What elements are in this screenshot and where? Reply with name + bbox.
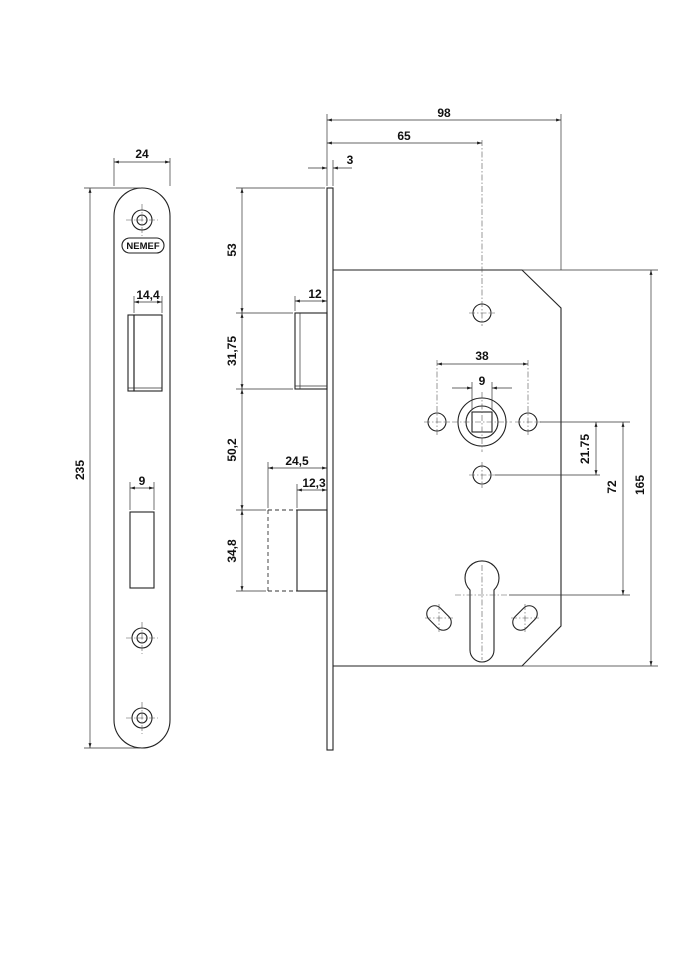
- svg-text:98: 98: [437, 106, 451, 120]
- side-latch: [294, 312, 328, 390]
- lock-case: 38 9 21.75 72 165: [333, 140, 658, 667]
- svg-text:21.75: 21.75: [578, 434, 592, 464]
- faceplate-latch-opening: [127, 314, 163, 392]
- dim-faceplate-length: 235: [73, 187, 140, 749]
- svg-text:9: 9: [479, 374, 486, 388]
- svg-text:12,3: 12,3: [302, 476, 326, 490]
- side-faceplate: [326, 187, 334, 751]
- svg-text:38: 38: [475, 349, 489, 363]
- svg-text:14,4: 14,4: [136, 288, 160, 302]
- dim-bolt-offset: 12,3: [296, 476, 327, 508]
- dim-case-height: 165: [561, 269, 658, 667]
- case-fixing-hole-right: [515, 360, 541, 435]
- dim-hole-spacing: 38: [437, 349, 528, 366]
- dim-bolt-width: 9: [129, 474, 155, 510]
- dim-faceplate-width: 24: [113, 147, 171, 186]
- svg-text:50,2: 50,2: [225, 438, 239, 462]
- nemef-logo: NEMEF: [121, 237, 165, 254]
- dim-latch-width: 14,4: [133, 288, 163, 313]
- dim-side-vertical-chain: 53 31,75 50,2 34,8: [225, 187, 325, 592]
- dim-spindle-to-hole: 21.75: [495, 421, 630, 476]
- svg-text:24,5: 24,5: [285, 454, 309, 468]
- case-cylinder-cutout: [455, 560, 509, 663]
- faceplate-bolt-opening: [129, 511, 155, 589]
- dim-latch-throw: 12: [294, 287, 328, 311]
- svg-text:31,75: 31,75: [225, 336, 239, 366]
- svg-text:12: 12: [308, 287, 322, 301]
- dim-bolt-throw: 24,5: [267, 454, 327, 508]
- case-screw-hole-middle: [469, 462, 495, 488]
- faceplate-screw-bottom: [126, 702, 158, 734]
- case-slot-left: [425, 604, 453, 632]
- svg-text:65: 65: [397, 129, 411, 143]
- case-screw-hole-top: [469, 140, 495, 326]
- case-outline: [333, 269, 562, 667]
- svg-text:3: 3: [347, 153, 354, 167]
- case-slot-right: [511, 604, 539, 632]
- faceplate-screw-middle: [126, 622, 158, 654]
- side-view: 53 31,75 50,2 34,8 12 24,5 12,3: [225, 106, 562, 751]
- svg-text:165: 165: [633, 475, 647, 495]
- svg-text:34,8: 34,8: [225, 539, 239, 563]
- svg-text:235: 235: [73, 460, 87, 480]
- svg-text:72: 72: [605, 480, 619, 494]
- svg-text:9: 9: [139, 474, 146, 488]
- dim-spindle: 9: [452, 374, 512, 410]
- dim-backset: 65: [327, 129, 482, 145]
- dim-centre-distance: 72: [509, 422, 630, 596]
- faceplate-view: NEMEF 24: [73, 147, 171, 749]
- logo-text: NEMEF: [126, 241, 159, 252]
- case-follower: [452, 392, 512, 452]
- faceplate-screw-top: [126, 204, 158, 236]
- dim-faceplate-thickness: 3: [308, 114, 354, 186]
- faceplate-outline: [113, 187, 171, 749]
- side-bolt: [267, 509, 328, 592]
- case-fixing-hole-left: [424, 360, 450, 435]
- dim-body-width: 98: [327, 106, 562, 270]
- svg-text:53: 53: [225, 243, 239, 257]
- svg-text:24: 24: [135, 147, 149, 161]
